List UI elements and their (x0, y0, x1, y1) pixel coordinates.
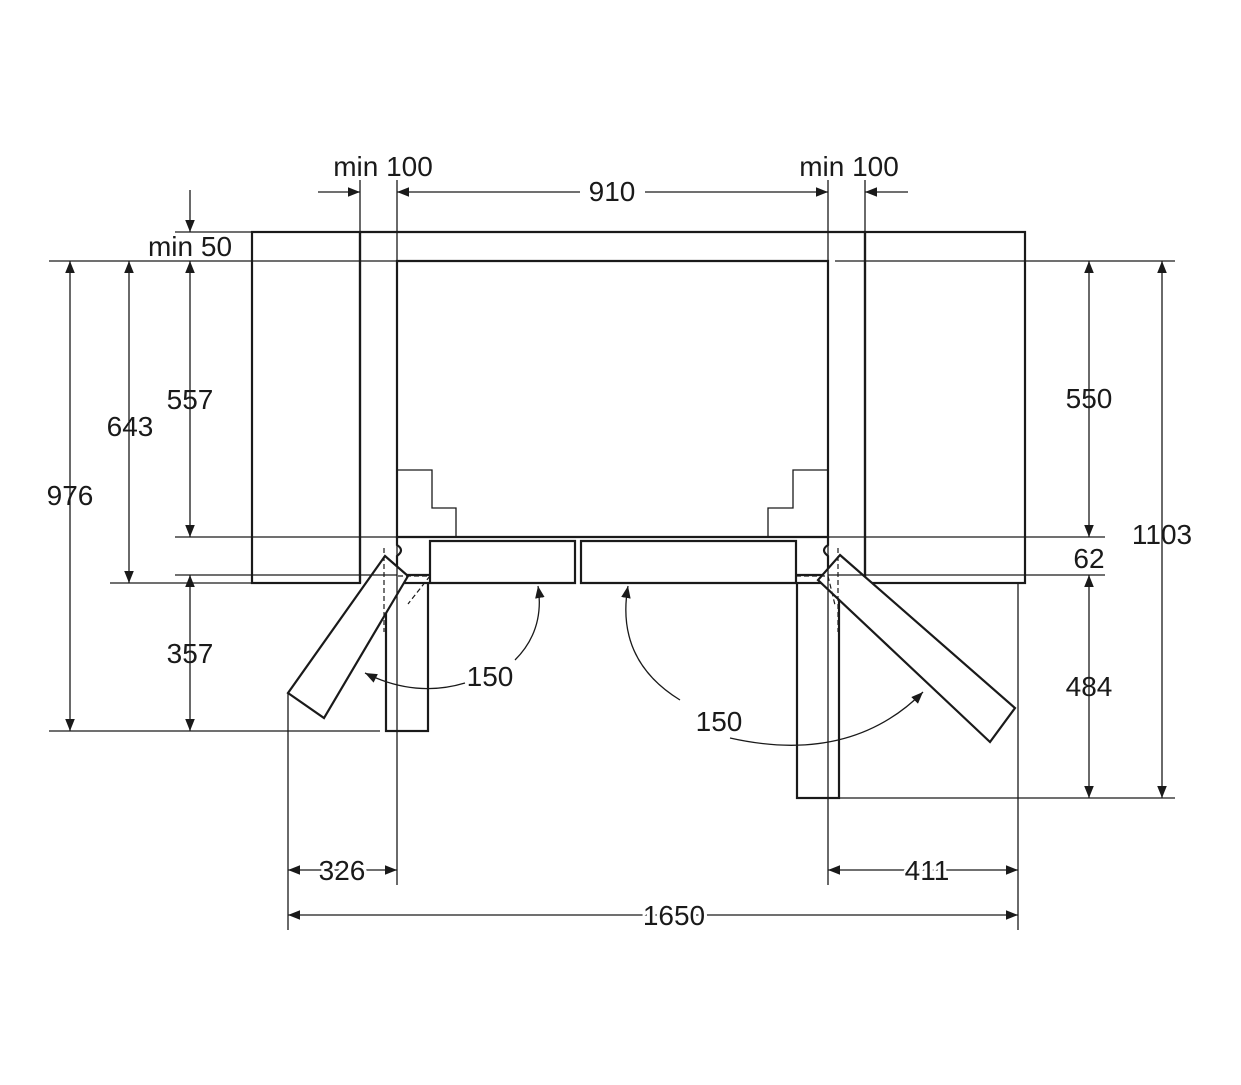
label-326: 326 (319, 855, 366, 886)
label-min-50: min 50 (148, 231, 232, 262)
label-643: 643 (107, 411, 154, 442)
label-411: 411 (905, 855, 950, 886)
right-swing-arc (621, 585, 681, 701)
label-550: 550 (1066, 383, 1113, 414)
label-357: 357 (167, 638, 214, 669)
label-484: 484 (1066, 671, 1113, 702)
left-neighbour-cabinet (250, 230, 362, 585)
right-drawer-panel (579, 539, 798, 585)
right-swing-arc-bottom (729, 691, 924, 746)
fridge-body (395, 259, 830, 539)
right-inner-step (767, 469, 828, 537)
label-150-right: 150 (696, 706, 743, 737)
right-neighbour-cabinet (863, 230, 1027, 585)
left-swing-arc (364, 672, 466, 690)
left-drawer-panel (428, 539, 577, 585)
right-door-90 (795, 581, 841, 800)
label-62: 62 (1073, 543, 1104, 574)
niche-outline (358, 230, 867, 583)
dimension-lines (65, 187, 1167, 920)
right-door-150 (816, 553, 1017, 744)
label-976: 976 (47, 480, 94, 511)
label-min-100-right: min 100 (799, 151, 899, 182)
label-557: 557 (167, 384, 214, 415)
left-swing-arc-top (514, 585, 545, 661)
label-1103: 1103 (1132, 519, 1192, 550)
label-910: 910 (589, 176, 636, 207)
label-150-left: 150 (467, 661, 514, 692)
left-door-90 (384, 581, 430, 733)
right-hinge (796, 537, 830, 577)
label-min-100-left: min 100 (333, 151, 433, 182)
extension-lines (49, 180, 1175, 930)
left-inner-step (397, 469, 457, 537)
left-door-150 (286, 554, 410, 720)
label-1650: 1650 (643, 900, 705, 931)
